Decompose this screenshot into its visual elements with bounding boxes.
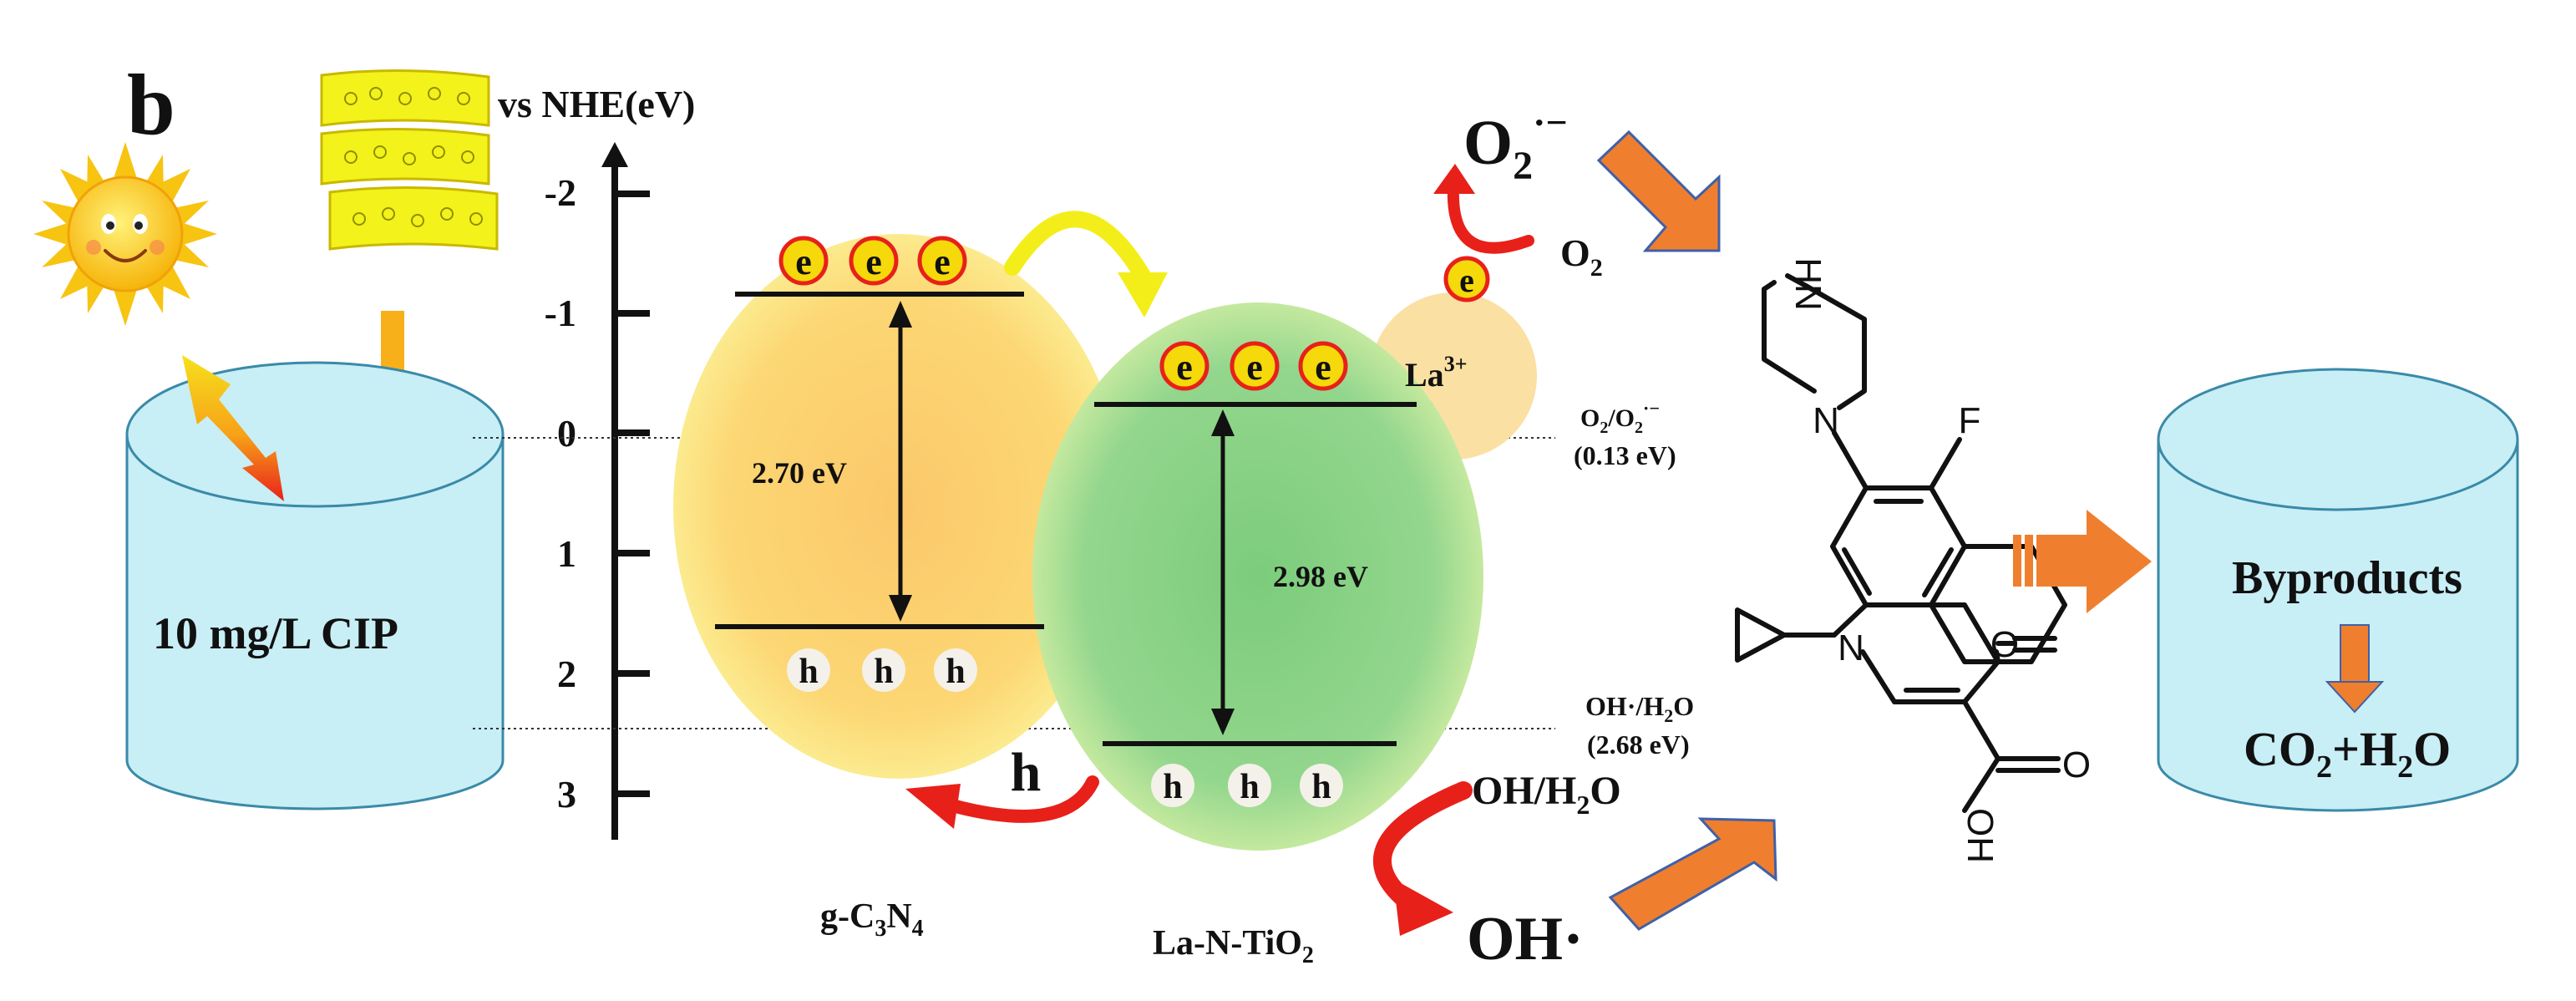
cip-tank bbox=[125, 361, 505, 810]
hydroxyl-radical-product: OH· bbox=[1467, 905, 1584, 973]
catalyst-sheets-icon bbox=[320, 69, 499, 251]
oh-oxidation-arrow bbox=[1372, 781, 1473, 936]
mineralization-arrow bbox=[2325, 624, 2385, 714]
electron-label: e bbox=[1459, 262, 1474, 299]
byproducts-tank bbox=[2157, 368, 2519, 812]
axis-label: vs NHE(eV) bbox=[498, 83, 695, 125]
tio2-label: La-N-TiO2 bbox=[1153, 924, 1314, 968]
gcn-label: g-C3N4 bbox=[820, 897, 924, 942]
hole-label: h bbox=[799, 653, 818, 691]
hole-label: h bbox=[946, 653, 965, 691]
electron-label: e bbox=[865, 241, 882, 282]
o2-reduction-arrow bbox=[1433, 164, 1534, 254]
degradation-arrow bbox=[2013, 510, 2152, 613]
final-products-label: CO2+H2O bbox=[2244, 722, 2451, 785]
molecule-atom-f: F bbox=[1959, 400, 1981, 441]
axis-tick-label: 1 bbox=[557, 532, 576, 575]
electron-label: e bbox=[1246, 347, 1263, 388]
oh-redox-potential: OH·/H2O bbox=[1585, 691, 1694, 726]
cip-concentration-label: 10 mg/L CIP bbox=[153, 608, 398, 658]
ciprofloxacin-molecule bbox=[1735, 273, 2067, 813]
electron-transfer-arrow bbox=[1004, 211, 1168, 318]
axis-tick-label: -2 bbox=[545, 171, 576, 214]
molecule-atom-hn: HN bbox=[1787, 257, 1828, 311]
o2-redox-potential: O2/O2·− bbox=[1580, 398, 1660, 437]
axis-tick-label: 0 bbox=[557, 412, 576, 455]
gcn-electrons bbox=[778, 236, 967, 286]
molecule-atom-n: N bbox=[1838, 628, 1864, 668]
electron-label: e bbox=[1315, 347, 1331, 388]
hole-label: h bbox=[874, 653, 893, 691]
electron-label: e bbox=[934, 241, 951, 282]
o2-redox-value: (0.13 eV) bbox=[1574, 440, 1676, 470]
axis-tick-label: -1 bbox=[545, 292, 576, 334]
la-electron bbox=[1443, 256, 1490, 302]
gcn-bandgap-arrow bbox=[889, 301, 912, 622]
molecule-atom-n: N bbox=[1813, 400, 1839, 441]
energy-axis bbox=[601, 142, 650, 840]
sun-icon bbox=[33, 142, 217, 326]
hole-transfer-arrow bbox=[905, 775, 1099, 829]
transfer-hole-label: h bbox=[1011, 742, 1042, 803]
electron-label: e bbox=[795, 241, 812, 282]
gcn-holes bbox=[787, 648, 977, 692]
gcn-bandgap-label: 2.70 eV bbox=[752, 456, 847, 490]
molecule-atom-o: O bbox=[1990, 624, 2019, 665]
tio2-holes bbox=[1151, 764, 1343, 807]
la-label: La3+ bbox=[1405, 352, 1468, 394]
light-bolt-icon bbox=[182, 355, 284, 501]
superoxide-product: O2·− bbox=[1463, 101, 1568, 188]
oh-reactant: OH/H2O bbox=[1472, 769, 1621, 820]
superoxide-attack-arrow bbox=[1596, 130, 1721, 252]
hole-label: h bbox=[1163, 768, 1182, 806]
byproducts-label: Byproducts bbox=[2232, 552, 2462, 604]
tio2-electrons bbox=[1159, 341, 1348, 391]
hydroxyl-attack-arrow bbox=[1608, 817, 1777, 931]
panel-label: b bbox=[127, 57, 175, 153]
o2-reactant: O2 bbox=[1560, 231, 1603, 282]
hole-label: h bbox=[1311, 768, 1331, 806]
axis-tick-label: 3 bbox=[557, 773, 576, 816]
tio2-bandgap-label: 2.98 eV bbox=[1273, 560, 1368, 593]
molecule-atom-o: O bbox=[2062, 744, 2091, 785]
tio2-bandgap-arrow bbox=[1211, 409, 1235, 735]
hole-label: h bbox=[1240, 768, 1259, 806]
oh-redox-value: (2.68 eV) bbox=[1587, 729, 1690, 760]
axis-tick-label: 2 bbox=[557, 653, 576, 695]
electron-label: e bbox=[1176, 347, 1193, 388]
molecule-atom-oh: OH bbox=[1960, 808, 2000, 863]
tio2-particle bbox=[1032, 302, 1483, 851]
